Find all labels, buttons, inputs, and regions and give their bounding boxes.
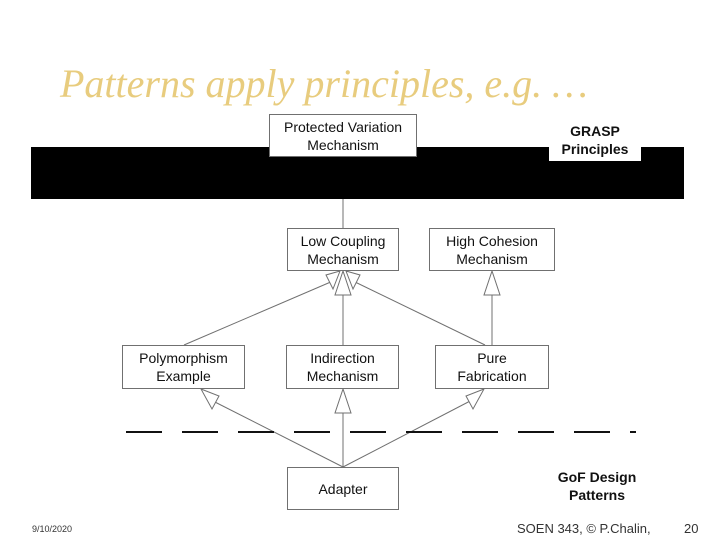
line-adapter-polymorphism (208, 398, 344, 468)
node-polymorphism: Polymorphism Example (122, 345, 245, 389)
node-indirection: Indirection Mechanism (286, 345, 399, 389)
arrowhead-purefab-lowcoupling (345, 270, 361, 291)
node-high-cohesion: High Cohesion Mechanism (429, 228, 555, 271)
arrowhead-indirection-lowcoupling (334, 269, 352, 296)
node-low-coupling: Low Coupling Mechanism (287, 228, 399, 271)
node-text: Mechanism (307, 250, 379, 267)
line-purefab-lowcoupling (352, 280, 486, 346)
label-text: Patterns (568, 487, 626, 503)
label-text: GRASP (570, 123, 620, 139)
label-text: Principles (561, 141, 629, 157)
grasp-principles-label: GRASP Principles (549, 119, 641, 161)
node-text: Polymorphism (139, 350, 228, 366)
node-text: Pure (477, 350, 507, 366)
arrowhead-polymorphism-lowcoupling (325, 270, 341, 291)
line-polymorphism-lowcoupling (183, 280, 334, 346)
node-text: Fabrication (457, 368, 527, 384)
node-adapter: Adapter (287, 467, 399, 510)
node-text: Adapter (318, 480, 368, 497)
node-text: Mechanism (456, 250, 528, 267)
node-text: Protected Variation (283, 118, 403, 135)
node-text: High Cohesion (446, 232, 538, 249)
footer-page-number: 20 (684, 521, 699, 536)
node-text: Mechanism (306, 368, 379, 384)
slide-title: Patterns apply principles, e.g. … (60, 61, 588, 106)
node-text: Low Coupling (300, 232, 386, 249)
arrowhead-adapter-purefab (465, 388, 486, 411)
arrowhead-purefab-highcohesion (483, 269, 501, 296)
node-text: Mechanism (307, 136, 379, 153)
node-text: Example (156, 368, 211, 384)
footer-date: 9/10/2020 (32, 524, 73, 534)
arrowhead-adapter-indirection (334, 387, 352, 414)
node-protected-variation: Protected Variation Mechanism (269, 114, 417, 157)
label-text: GoF Design (557, 469, 637, 485)
node-text: Indirection (310, 350, 375, 366)
gof-design-patterns-label: GoF Design Patterns (546, 465, 648, 507)
arrowhead-adapter-polymorphism (199, 388, 220, 411)
node-pure-fabrication: Pure Fabrication (435, 345, 549, 389)
footer-credit: SOEN 343, © P.Chalin, (517, 521, 651, 536)
